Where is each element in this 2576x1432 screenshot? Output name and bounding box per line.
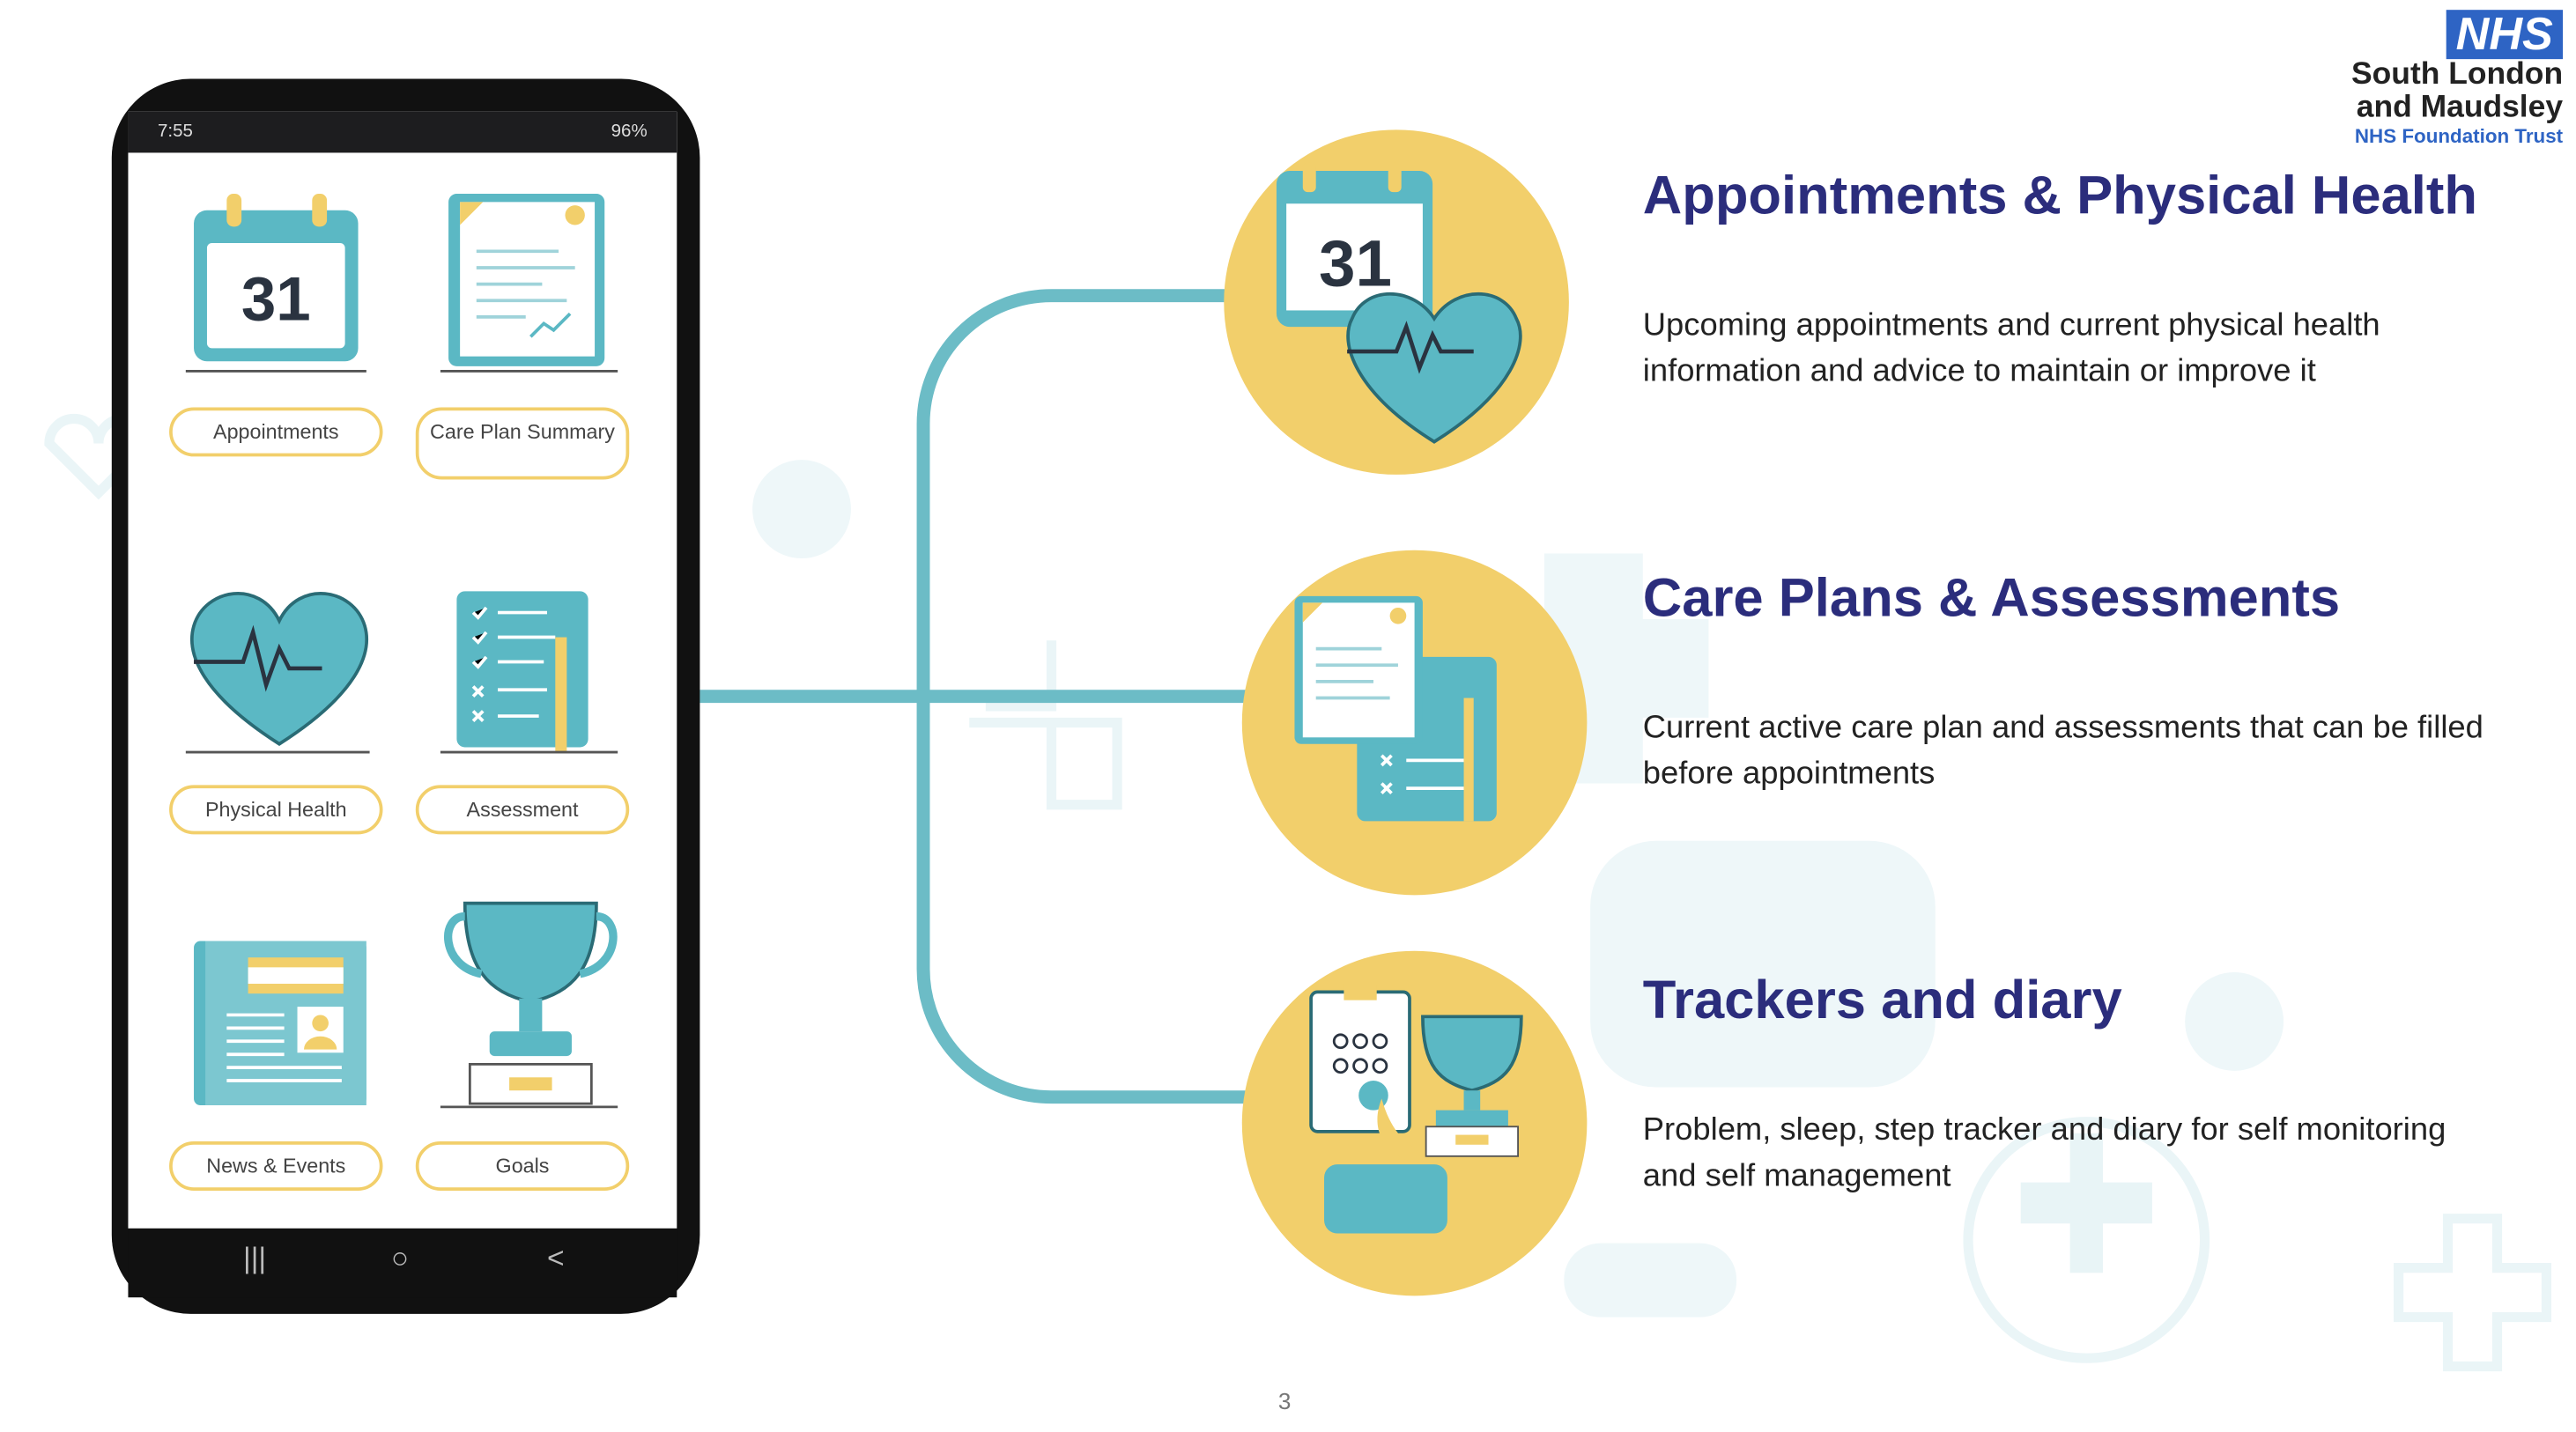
tile-label-care-plan-summary[interactable]: Care Plan Summary xyxy=(415,407,630,480)
section-3-title: Trackers and diary xyxy=(1642,969,2122,1030)
tile-physical-health[interactable] xyxy=(185,579,374,768)
document-icon xyxy=(440,194,618,373)
nhs-logo: NHS South London and Maudsley NHS Founda… xyxy=(2351,9,2564,148)
section-1-illustration: 31 xyxy=(1224,129,1569,475)
logo-line-2: and Maudsley xyxy=(2356,90,2564,125)
tile-goals[interactable] xyxy=(440,900,621,1122)
calendar-number: 31 xyxy=(1319,225,1392,299)
tile-label-assessment[interactable]: Assessment xyxy=(415,785,630,835)
section-3-description: Problem, sleep, step tracker and diary f… xyxy=(1642,1111,2446,1194)
newspaper-icon xyxy=(194,941,366,1106)
trackers-diary-icon xyxy=(1309,984,1523,1234)
status-battery: 96% xyxy=(611,121,648,142)
checklist-icon xyxy=(440,591,618,754)
page-number: 3 xyxy=(1277,1387,1292,1414)
section-1-title: Appointments & Physical Health xyxy=(1642,164,2478,225)
tile-label-physical-health[interactable]: Physical Health xyxy=(169,785,383,835)
tile-care-plan-summary[interactable] xyxy=(440,186,621,391)
logo-line-3: NHS Foundation Trust xyxy=(2354,124,2564,148)
care-plan-assessment-icon xyxy=(1294,595,1497,822)
calendar-heart-icon: 31 xyxy=(1276,162,1522,444)
tile-appointments[interactable]: 31 xyxy=(185,186,374,391)
tile-label-goals[interactable]: Goals xyxy=(415,1141,630,1191)
nhs-badge: NHS xyxy=(2446,9,2564,60)
trophy-icon xyxy=(440,901,618,1109)
phone-mockup: 7:55 96% 31 Appointments xyxy=(111,78,700,1314)
status-time: 7:55 xyxy=(158,121,193,142)
android-nav-bar: ||| ○ < xyxy=(128,1228,677,1298)
home-button[interactable]: ○ xyxy=(390,1241,410,1275)
phone-screen: 7:55 96% 31 Appointments xyxy=(128,111,677,1229)
recent-apps-button[interactable]: ||| xyxy=(242,1241,267,1275)
section-2-illustration xyxy=(1241,550,1588,896)
section-2-title: Care Plans & Assessments xyxy=(1642,566,2341,628)
calendar-number: 31 xyxy=(241,265,311,335)
heart-icon xyxy=(185,592,370,754)
section-2-description: Current active care plan and assessments… xyxy=(1642,709,2483,792)
back-button[interactable]: < xyxy=(546,1241,565,1275)
logo-line-1: South London xyxy=(2351,57,2564,92)
tile-label-appointments[interactable]: Appointments xyxy=(169,407,383,457)
status-bar: 7:55 96% xyxy=(128,111,677,153)
calendar-icon: 31 xyxy=(185,194,366,373)
tile-assessment[interactable] xyxy=(440,588,621,777)
tile-label-news-events[interactable]: News & Events xyxy=(169,1141,383,1191)
section-1-description: Upcoming appointments and current physic… xyxy=(1642,306,2380,389)
tile-news-events[interactable] xyxy=(186,925,374,1122)
section-3-illustration xyxy=(1241,950,1588,1296)
